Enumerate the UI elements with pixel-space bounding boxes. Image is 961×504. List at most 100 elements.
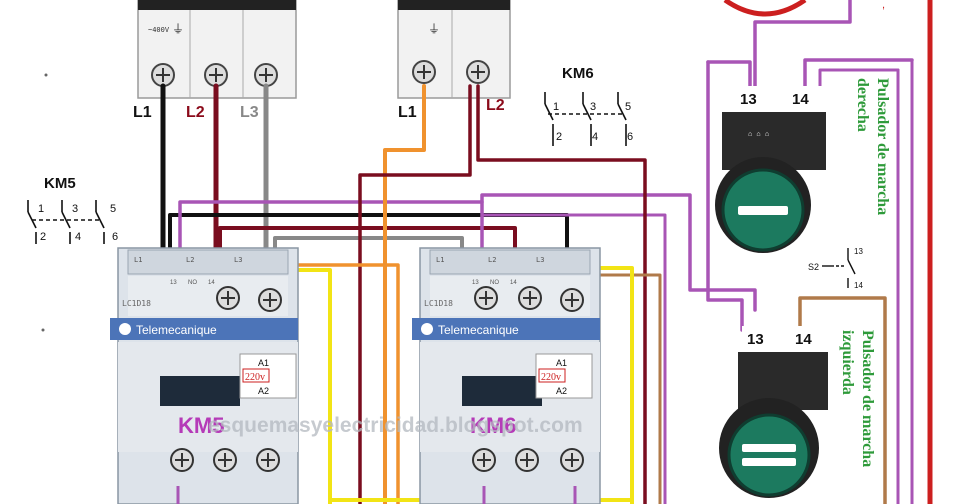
contactor-window [462,376,542,406]
contactor-brand-bar [110,318,298,340]
screw-icon [560,288,584,312]
breaker-symbol-icon: ⏚ [172,22,184,36]
coil-term-a1: A1 [556,358,567,368]
pushbutton-terminal-13: 13 [747,331,764,348]
km6-symbol-title: KM6 [562,65,594,82]
pushbutton-symbol-term: 14 [854,281,863,290]
km5-term: 3 [72,203,78,215]
wire-cross-grey [273,236,464,252]
km5-symbol: KM5 1 3 5 2 4 6 [27,175,118,244]
breaker-left: ~400V ⏚ L1 L2 L3 [133,0,297,121]
breaker-right: ⏚ L1 L2 [397,0,511,121]
contactor-term-label: L2 [186,256,194,264]
coil-term-a2: A2 [556,386,567,396]
contactor-km5: L1 L2 L3 13 NO 14 LC1D18 Telemecanique A… [110,247,299,504]
screw-icon [258,288,282,312]
breaker-right-handle-strip [398,0,510,10]
km5-term: 5 [110,203,116,215]
km5-term: 2 [40,231,46,243]
km5-term: 6 [112,231,118,243]
brand-logo-icon [119,323,131,335]
breaker-left-handle-strip [138,0,296,10]
wire-darkred-l2b [358,84,472,504]
contactor-name: KM5 [178,413,224,438]
watermark-text: esquemasyelectricidad.blogspot.com [208,414,583,437]
top-right-mark: , [882,0,885,11]
pushbutton-left-label-1: Pulsador de marcha [859,330,876,467]
contactor-term-label: L1 [436,256,444,264]
bottom-wire-stubs [176,486,577,504]
breaker-symbol-icon: ⏚ [428,22,440,36]
coil-voltage-box [538,368,566,383]
coil-voltage-box [242,368,270,383]
km6-term: 2 [556,131,562,143]
coil-term-a2: A2 [258,386,269,396]
green-button-icon[interactable] [727,413,811,497]
coil-voltage: 220v [541,372,561,383]
screw-icon [412,60,436,84]
contactor-brand-bar [412,318,600,340]
coil-voltage: 220v [245,372,265,383]
wire-purple-to-button2 [480,193,757,312]
contactor-aux-label: 13 [170,280,177,286]
wire-purple-aux-top [178,200,484,287]
button-bar-icon [738,206,788,215]
contactor-top-terminal-strip [127,249,289,275]
screw-icon [472,448,496,472]
screw-icon [518,286,542,310]
km6-term: 6 [627,131,633,143]
wire-brown-14-bottom [798,296,887,504]
pushbutton-symbol-label: S2 [808,262,819,272]
button-bar-icon [742,444,796,452]
button-bar-icon [742,458,796,466]
breaker-voltage-text: ~400V [148,26,170,34]
pushbutton-terminal-14: 14 [795,331,812,348]
contactor-brand: Telemecanique [136,323,217,337]
screw-icon [213,448,237,472]
pushbutton-terminal-14: 14 [792,91,809,108]
screw-icon [515,448,539,472]
contactor-term-label: L1 [134,256,142,264]
contactor-term-label: L3 [536,256,544,264]
pushbutton-terminal-13: 13 [740,91,757,108]
pushbutton-right: 13 14 ⌂ ⌂ ⌂ Pulsador de marcha derecha S… [715,0,891,290]
contactor-brand: Telemecanique [438,323,519,337]
pushbutton-left: 13 14 Pulsador de marcha izquierda [719,326,876,498]
wire-purple-left-loop [706,60,744,332]
contactor-term-label: L3 [234,256,242,264]
stop-button-icon [723,0,807,17]
contactor-window [160,376,240,406]
contactor-aux-label: 14 [510,280,517,286]
km6-term: 1 [553,101,559,113]
wire-purple-top-button [753,0,852,97]
wire-cross-darkred [218,226,517,252]
margin-dot [44,73,48,77]
km6-term: 3 [590,101,596,113]
screw-icon [170,448,194,472]
no-contact-symbol [822,248,856,288]
pushbutton-marking: ⌂ ⌂ ⌂ [748,130,769,138]
coil-term-a1: A1 [258,358,269,368]
contactor-name: KM6 [470,413,516,438]
phase-label-l1: L1 [133,104,152,121]
contactor-model: LC1D18 [424,299,453,308]
km6-symbol: KM6 1 3 5 2 4 6 [544,65,633,146]
contactor-top-terminal-strip [429,249,591,275]
km5-term: 4 [75,231,81,243]
wire-purple-down [480,213,667,504]
contactor-aux-label: 14 [208,280,215,286]
pushbutton-right-label-1: Pulsador de marcha [874,78,891,215]
km6-term: 5 [625,101,631,113]
wire-purple-14-top [803,58,914,97]
brand-logo-icon [421,323,433,335]
screw-icon [254,63,278,87]
contactor-aux-label: NO [188,280,197,286]
pushbutton-symbol-term: 13 [854,247,863,256]
screw-icon [204,63,228,87]
wire-orange-l1 [383,84,426,504]
breaker-right-body [397,0,511,99]
km6-term: 4 [592,131,598,143]
contactor-term-label: L2 [488,256,496,264]
km5-term: 1 [38,203,44,215]
